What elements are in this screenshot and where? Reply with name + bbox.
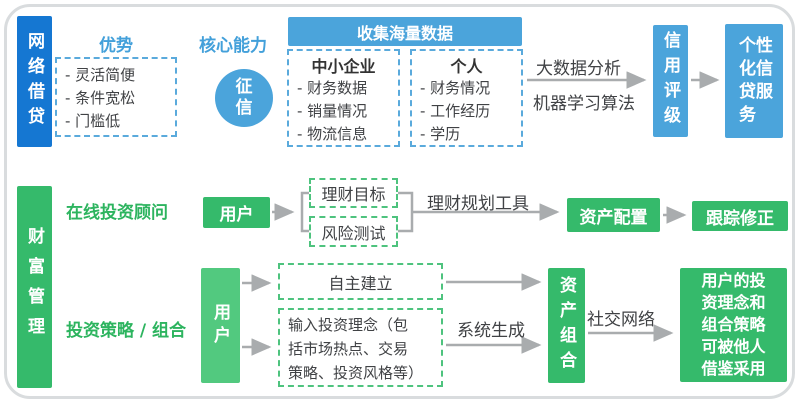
advisor-user-box: 用户 — [203, 197, 270, 228]
advantage-item: - 灵活简便 — [65, 66, 136, 84]
bracket-right — [398, 191, 414, 233]
advantage-item: - 门槛低 — [65, 112, 121, 130]
asset-portfolio-box: 资产组合 — [548, 268, 585, 383]
shared-strategy-result-text: 用户的投 资理念和 组合策略 可被他人 借鉴采用 — [701, 271, 766, 378]
social-network-label: 社交网络 — [587, 310, 655, 330]
system-generated-label: 系统生成 — [457, 321, 525, 341]
section-bar-wealth-management: 财富管理 — [17, 186, 52, 388]
machine-learning-label: 机器学习算法 — [533, 94, 635, 114]
outer-frame — [4, 4, 795, 399]
shared-strategy-result-box: 用户的投 资理念和 组合策略 可被他人 借鉴采用 — [680, 268, 787, 382]
credit-badge-circle: 征 信 — [215, 69, 273, 127]
advisor-title: 在线投资顾问 — [66, 203, 168, 223]
advantage-item: - 条件宽松 — [65, 89, 136, 107]
bracket-left — [300, 191, 309, 233]
advantages-box: - 灵活简便 - 条件宽松 - 门槛低 — [55, 57, 177, 137]
personal-item: - 学历 — [420, 125, 461, 143]
sme-title: 中小企业 — [311, 57, 376, 76]
personalized-service-box: 个性 化信 贷服 务 — [725, 24, 783, 138]
data-collection-header: 收集海量数据 — [288, 17, 522, 46]
sme-item: - 销量情况 — [297, 102, 368, 120]
sme-item: - 物流信息 — [297, 125, 368, 143]
self-build-box: 自主建立 — [278, 263, 443, 300]
idea-input-box: 输入投资理念（包 括市场热点、交易 策略、投资风格等） — [278, 308, 443, 387]
risk-test-box: 风险测试 — [309, 216, 398, 247]
planning-tool-label: 理财规划工具 — [427, 194, 529, 214]
personal-item: - 财务情况 — [420, 79, 491, 97]
sme-data-box: 中小企业 - 财务数据 - 销量情况 - 物流信息 — [287, 49, 400, 147]
sme-item: - 财务数据 — [297, 79, 368, 97]
big-data-analysis-label: 大数据分析 — [536, 59, 621, 79]
strategy-title: 投资策略 / 组合 — [66, 321, 187, 341]
personal-item: - 工作经历 — [420, 102, 491, 120]
personal-data-box: 个人 - 财务情况 - 工作经历 - 学历 — [410, 49, 523, 147]
tracking-correction-box: 跟踪修正 — [692, 201, 788, 231]
asset-allocation-box: 资产配置 — [567, 198, 660, 232]
core-capability-title: 核心能力 — [199, 36, 267, 56]
strategy-user-box: 用户 — [201, 268, 240, 383]
personalized-service-label: 个性 化信 贷服 务 — [739, 36, 773, 125]
credit-rating-box: 信用评级 — [653, 25, 688, 137]
idea-input-text: 输入投资理念（包 括市场热点、交易 策略、投资风格等） — [288, 316, 424, 382]
financial-goal-box: 理财目标 — [309, 178, 398, 208]
advantages-title: 优势 — [99, 36, 133, 56]
section-bar-online-lending: 网络借贷 — [17, 16, 52, 147]
credit-badge-label: 征 信 — [235, 77, 253, 118]
personal-title: 个人 — [450, 57, 483, 76]
